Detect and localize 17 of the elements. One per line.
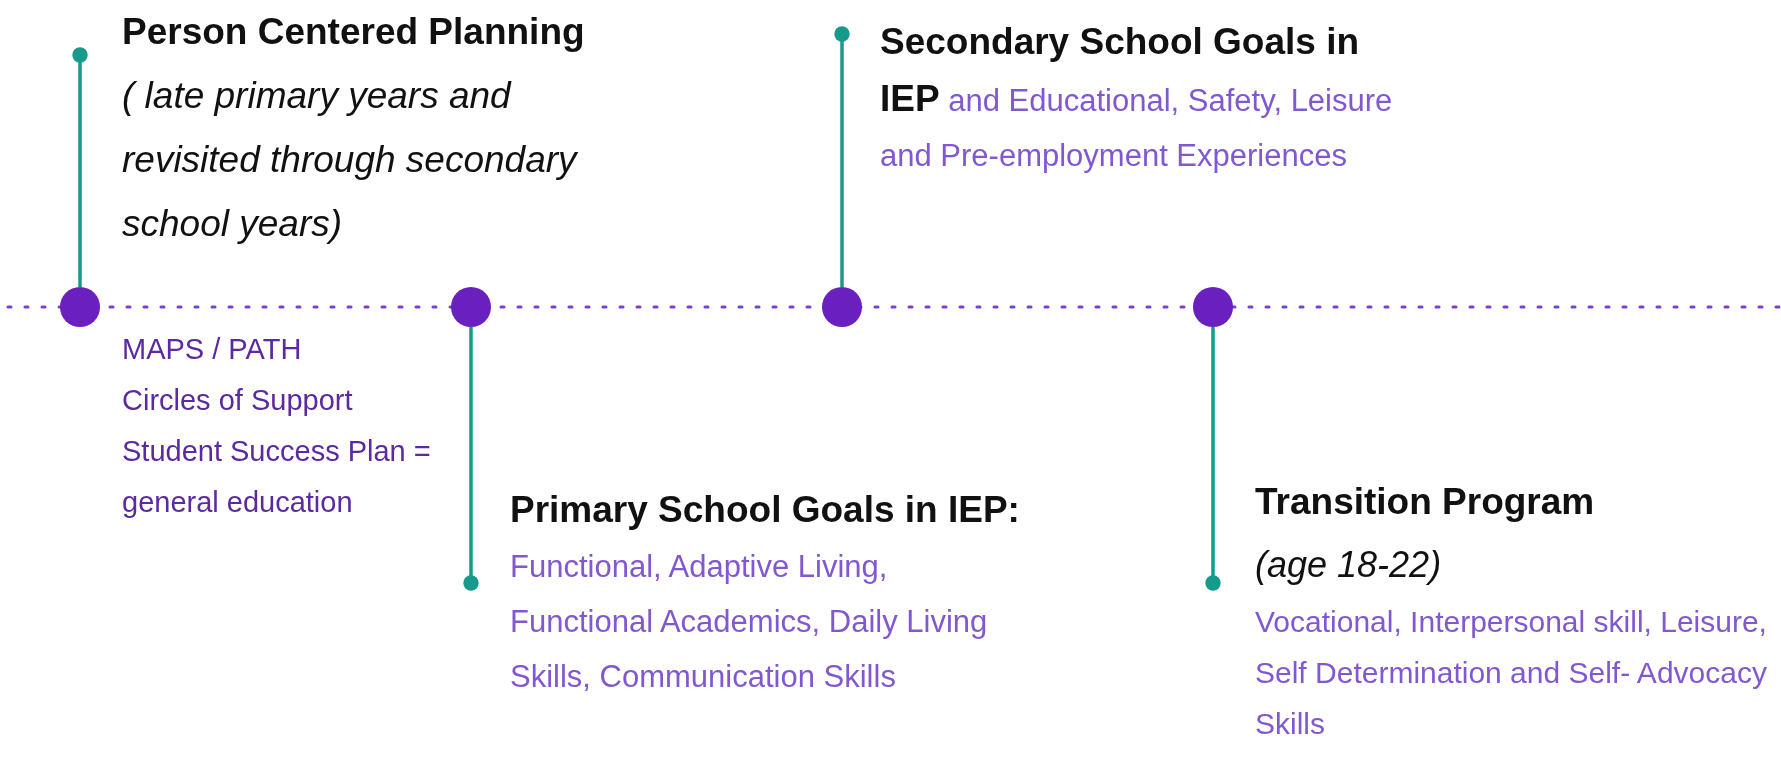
timeline-dot [822, 287, 862, 327]
milestone-heading: Transition Program [1255, 480, 1596, 524]
method-label: MAPS / PATH [122, 332, 303, 367]
method-label: Circles of Support [122, 383, 354, 418]
timeline-dot [60, 287, 100, 327]
leader-line [1205, 327, 1221, 591]
leader-line [834, 26, 850, 287]
milestone-description: Vocational, Interpersonal skill, Leisure, Self Determination and Self- Advocacy Skills [1255, 604, 1768, 742]
timeline-dot [1193, 287, 1233, 327]
leader-line [463, 327, 479, 591]
milestone-text: Primary School Goals in IEP: Functional, Adaptive Living, Functional Academics, Daily Living Skills, Communication Skills [510, 482, 1030, 704]
milestone-text: Person Centered Planning ( late primary years and revisited through secondary school years) [122, 0, 602, 256]
method-label: Student Success Plan = general education [122, 434, 432, 520]
age-range: (age 18-22) [1255, 543, 1443, 587]
leader-line [72, 47, 88, 287]
timeline-dot [451, 287, 491, 327]
milestone-text: Secondary School Goals in IEP and Educational, Safety, Leisure and Pre-employment Experiences [880, 14, 1400, 183]
